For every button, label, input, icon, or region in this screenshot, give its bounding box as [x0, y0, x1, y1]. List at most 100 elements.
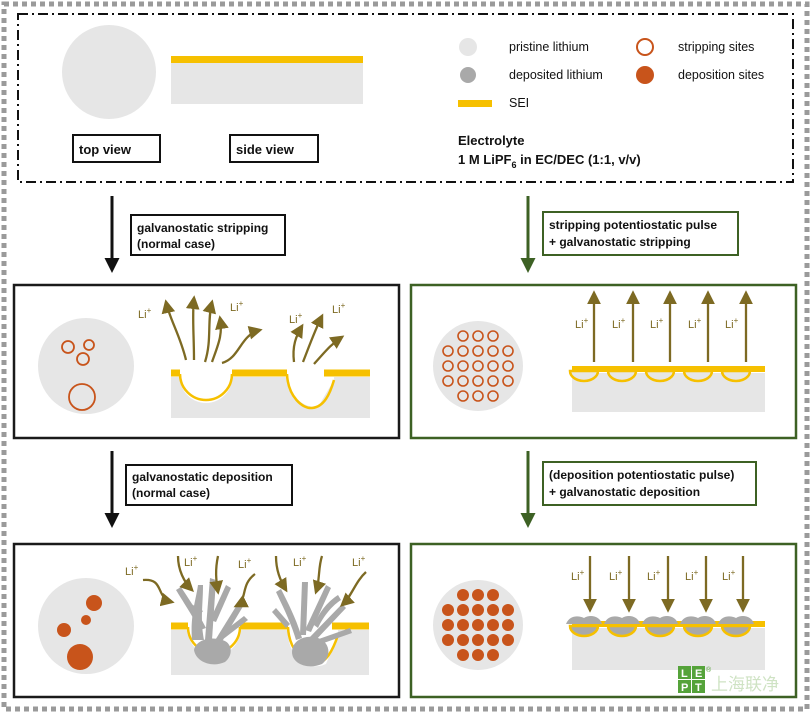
- legend-box: [17, 13, 794, 183]
- stripping-site: [502, 345, 514, 357]
- panel3-deposition-site: [86, 595, 102, 611]
- panel3-deposition-site: [57, 623, 71, 637]
- deposition-site: [457, 619, 469, 631]
- legend-stripping-label: stripping sites: [678, 40, 754, 54]
- panel2-li-label: Li+: [725, 316, 739, 331]
- stripping-site: [487, 330, 499, 342]
- panel3-li-arrow: [142, 578, 175, 607]
- panel3-li-arrow: [312, 555, 327, 595]
- deposition-site: [487, 589, 499, 601]
- svg-text:L: L: [681, 668, 688, 680]
- right-strip-label-line1: stripping potentiostatic pulse: [549, 218, 717, 232]
- panel1-stripping-site: [68, 383, 96, 411]
- panel3-li-label: Li+: [238, 556, 252, 571]
- stripping-site: [442, 375, 454, 387]
- panel3-dendrite: [272, 582, 352, 667]
- panel1-pit-sei: [285, 373, 336, 410]
- panel2-content: Li+ Li+ Li+ Li+ Li+: [433, 290, 765, 412]
- right-strip-label-box: [542, 211, 739, 256]
- stripping-site: [472, 330, 484, 342]
- svg-text:T: T: [695, 682, 702, 694]
- deposition-site: [442, 634, 454, 646]
- panel2-site-grid: [442, 330, 514, 402]
- electrolyte-formula: 1 M LiPF6 in EC/DEC (1:1, v/v): [458, 152, 641, 170]
- legend-pristine-label: pristine lithium: [509, 40, 589, 54]
- panel1-stripping-site: [83, 339, 95, 351]
- panel2-top-view-disc: [433, 321, 523, 411]
- legend-sei-label: SEI: [509, 96, 529, 110]
- panel3-li-label: Li+: [184, 554, 198, 569]
- panel3-li-arrow: [274, 555, 288, 593]
- panel1-li-arrow: [290, 323, 304, 363]
- left-strip-label-box: [130, 214, 286, 256]
- deposition-site: [457, 589, 469, 601]
- deposit-cap: [642, 616, 678, 624]
- deposit-nodule: [644, 624, 676, 638]
- deposit-nodule: [606, 624, 638, 638]
- panel3-li-arrow: [176, 555, 194, 592]
- stripping-site: [502, 360, 514, 372]
- deposit-nodule: [720, 624, 752, 638]
- deposition-site: [472, 604, 484, 616]
- legend-deposited-label: deposited lithium: [509, 68, 603, 82]
- strip-dimple: [606, 369, 638, 383]
- panel3-li-label: Li+: [293, 554, 307, 569]
- panel1-li-arrow: [313, 335, 345, 365]
- panel4-li-label: Li+: [609, 568, 623, 583]
- side-view-label: side view: [236, 142, 295, 157]
- stripping-site: [472, 375, 484, 387]
- stripping-site: [472, 345, 484, 357]
- panel3-li-arrow: [339, 571, 367, 607]
- stripping-site: [487, 390, 499, 402]
- sei-band: [572, 366, 765, 372]
- stripping-site: [442, 345, 454, 357]
- svg-text:P: P: [681, 682, 688, 694]
- legend-side-view-sei: [171, 56, 363, 63]
- top-view-label-box: [72, 134, 161, 163]
- stripping-site: [457, 375, 469, 387]
- panel3-li-arrow: [209, 555, 223, 595]
- panel-left-stripping: [12, 283, 401, 440]
- deposition-site: [502, 634, 514, 646]
- left-dep-label-line1: galvanostatic deposition: [132, 470, 273, 484]
- panel1-li-arrow: [301, 313, 324, 363]
- deposition-site: [442, 604, 454, 616]
- side-view-label-box: [229, 134, 319, 163]
- deposition-site: [502, 619, 514, 631]
- panel2-li-label: Li+: [688, 316, 702, 331]
- deposition-site: [472, 589, 484, 601]
- left-dep-label-box: [125, 464, 293, 506]
- panel1-li-label: Li+: [138, 306, 152, 321]
- panel4-sei-scallops: [566, 616, 765, 638]
- right-dep-label-box: [542, 461, 757, 506]
- svg-text:上海联净: 上海联净: [711, 675, 779, 695]
- panel1-li-label: Li+: [332, 301, 346, 316]
- panel4-site-grid: [442, 589, 514, 661]
- panel4-li-label: Li+: [722, 568, 736, 583]
- panel1-side-slab: [171, 377, 370, 418]
- top-view-label: top view: [79, 142, 132, 157]
- stripping-site: [472, 390, 484, 402]
- panel-right-deposition: [409, 542, 798, 699]
- sei-swatch: [458, 100, 492, 107]
- deposit-cap: [680, 616, 716, 624]
- panel3-li-label: Li+: [125, 563, 139, 578]
- deposit-nodule: [568, 624, 600, 638]
- right-strip-label-line2: + galvanostatic stripping: [549, 235, 691, 249]
- stripping-site: [457, 360, 469, 372]
- panel4-li-label: Li+: [571, 568, 585, 583]
- deposit-cap: [566, 616, 602, 624]
- panel3-deposition-site: [67, 644, 93, 670]
- panel1-li-label: Li+: [230, 299, 244, 314]
- panel2-li-arrows: [587, 290, 753, 362]
- panel3-deposition-site: [81, 615, 91, 625]
- panel4-content: Li+ Li+ Li+ Li+ Li+: [433, 556, 765, 670]
- panel3-dendrite: [176, 578, 248, 665]
- deposition-site: [457, 649, 469, 661]
- stripping-site: [502, 375, 514, 387]
- panel1-li-arrow: [210, 315, 229, 363]
- deposition-site: [442, 619, 454, 631]
- deposition-site: [487, 619, 499, 631]
- deposition-site: [472, 649, 484, 661]
